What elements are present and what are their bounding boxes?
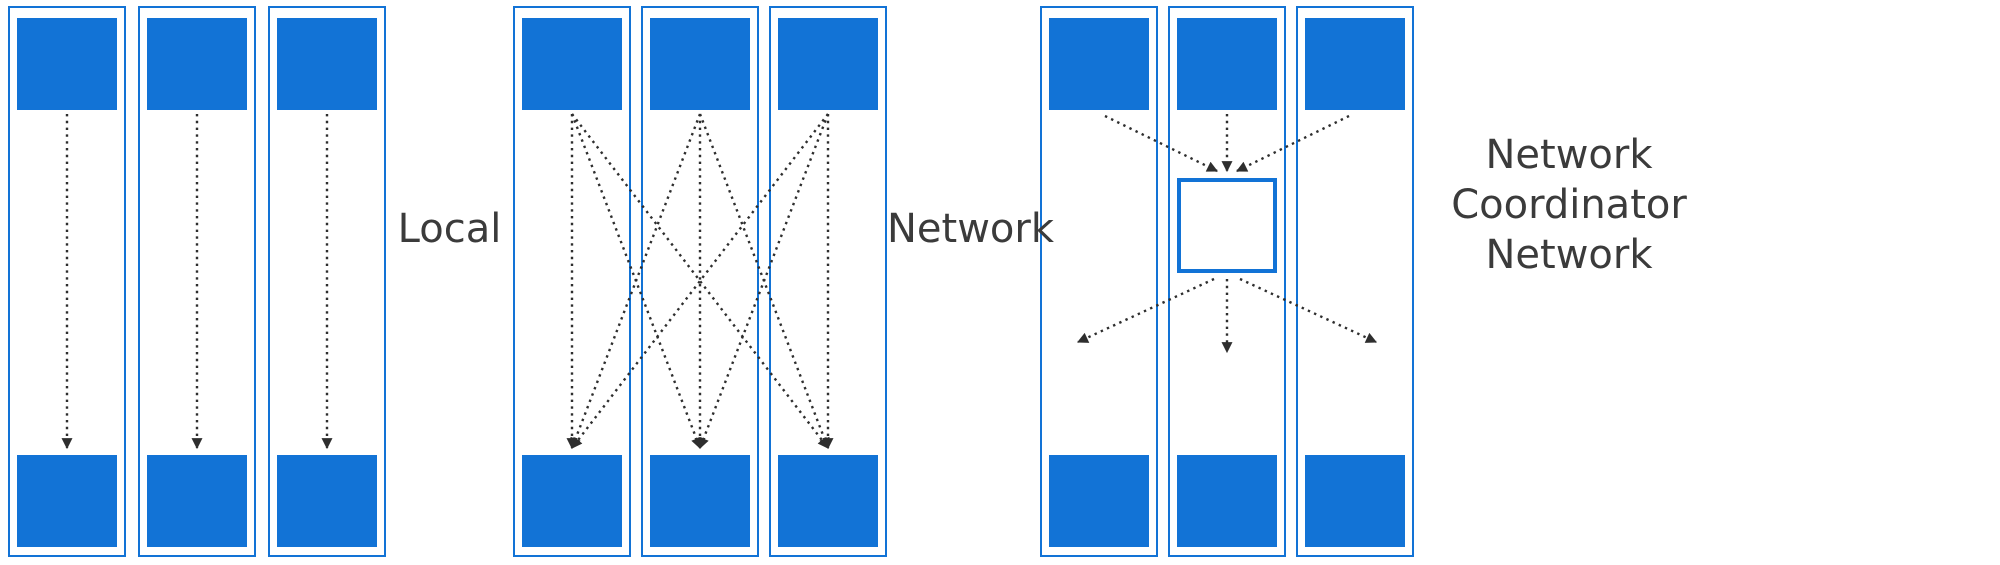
node-column (769, 6, 887, 557)
bottom-node (778, 455, 878, 547)
bottom-node (1177, 455, 1277, 547)
bottom-node (277, 455, 377, 547)
top-node (1177, 18, 1277, 110)
node-column (1168, 6, 1286, 557)
top-node (1049, 18, 1149, 110)
bottom-node (17, 455, 117, 547)
bottom-node (1305, 455, 1405, 547)
node-column (641, 6, 759, 557)
top-node (522, 18, 622, 110)
node-column (513, 6, 631, 557)
coordinator-network-label: Network Coordinator Network (1451, 132, 1687, 278)
network-label: Network (887, 206, 1055, 252)
node-column (8, 6, 126, 557)
node-column (1296, 6, 1414, 557)
node-column (138, 6, 256, 557)
coordinator-node (1177, 178, 1277, 273)
bottom-node (522, 455, 622, 547)
local-label: Local (397, 206, 502, 252)
bottom-node (1049, 455, 1149, 547)
top-node (17, 18, 117, 110)
node-column (1040, 6, 1158, 557)
bottom-node (147, 455, 247, 547)
top-node (650, 18, 750, 110)
top-node (147, 18, 247, 110)
bottom-node (650, 455, 750, 547)
top-node (1305, 18, 1405, 110)
top-node (778, 18, 878, 110)
top-node (277, 18, 377, 110)
node-column (268, 6, 386, 557)
